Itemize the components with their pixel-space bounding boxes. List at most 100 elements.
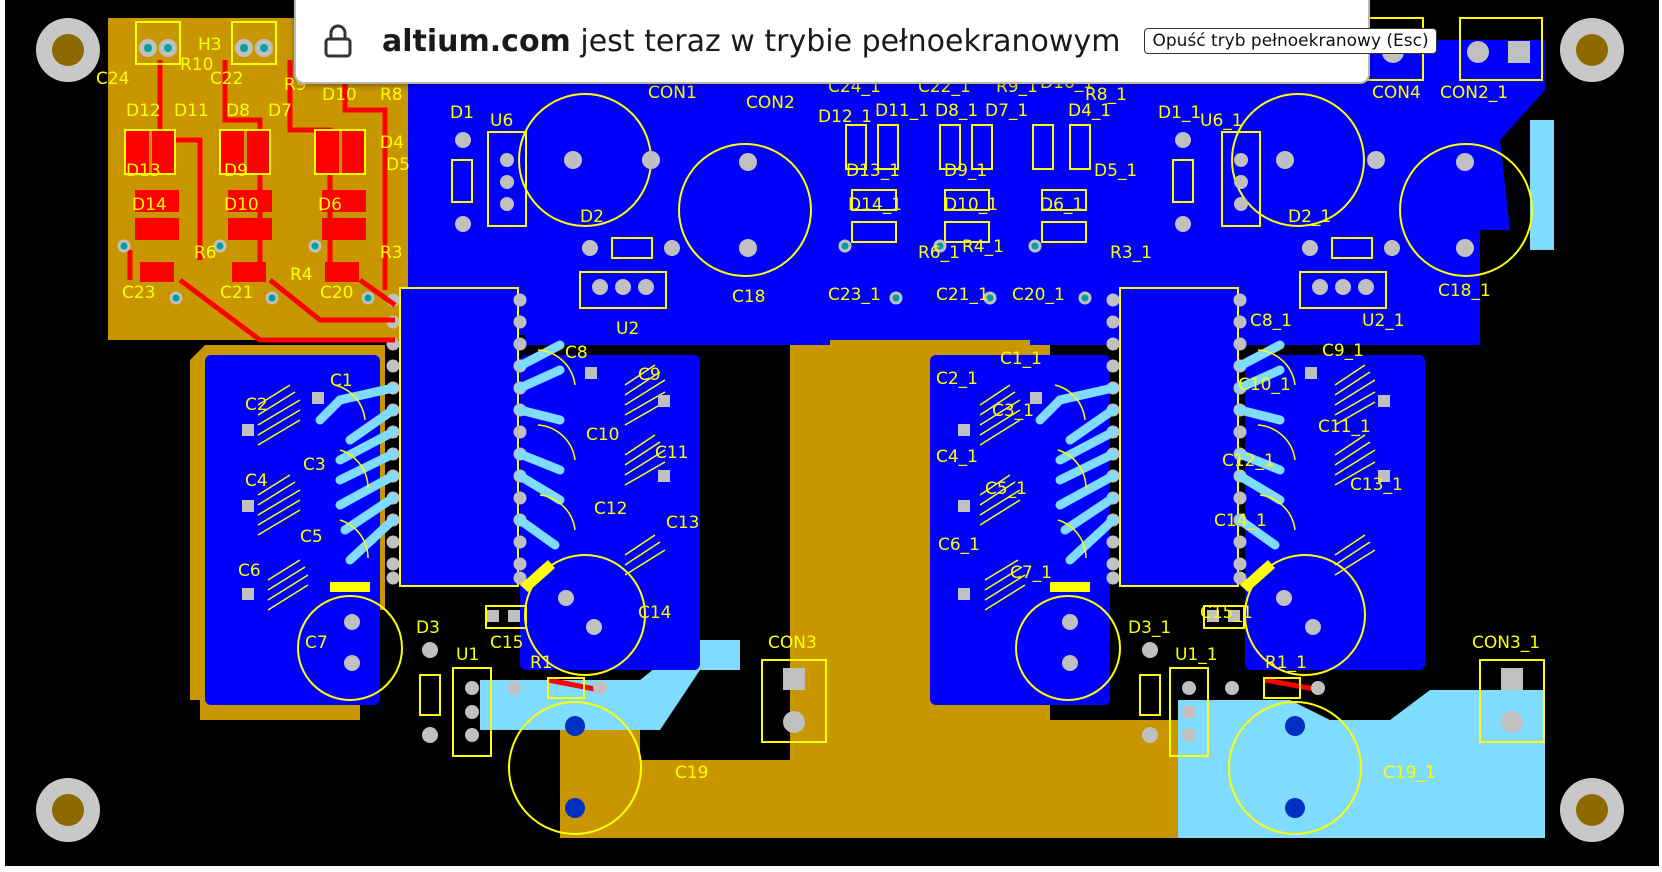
silk-label: C9_1: [1322, 341, 1364, 361]
silk-label: CON3: [768, 633, 817, 653]
silk-label: D14_1: [848, 195, 902, 215]
silk-label: D5: [386, 155, 410, 175]
light-plane-strip: [1530, 120, 1554, 250]
bottom-copper-strip: [820, 330, 935, 720]
silk-label: C6: [238, 561, 261, 581]
silk-label: D10: [322, 85, 357, 105]
silk-label: D14: [132, 195, 167, 215]
silk-label: C7_1: [1010, 563, 1052, 583]
silk-label: C24: [96, 69, 130, 89]
silk-label: C10_1: [1238, 375, 1291, 395]
cap-c18: [678, 143, 812, 277]
silk-label: D1_1: [1158, 103, 1201, 123]
fullscreen-banner: altium.com jest teraz w trybie pełnoekra…: [294, 0, 1437, 84]
silk-label: D8_1: [935, 101, 978, 121]
silk-label: R6_1: [918, 243, 960, 263]
silk-label: U6: [490, 111, 513, 131]
exit-fullscreen-button[interactable]: Opuść tryb pełnoekranowy (Esc): [1144, 28, 1437, 54]
silk-label: D13_1: [846, 161, 900, 181]
silk-label: D7: [268, 101, 292, 121]
silk-label: C2_1: [936, 369, 978, 389]
silk-label: C23_1: [828, 285, 881, 305]
silk-label: R4: [290, 265, 313, 285]
silk-label: CON2_1: [1440, 83, 1508, 103]
silk-label: C4_1: [936, 447, 978, 467]
silk-label: C5_1: [985, 479, 1027, 499]
silk-label: R1: [530, 653, 553, 673]
silk-label: C21_1: [936, 285, 989, 305]
silk-label: D11: [174, 101, 209, 121]
cap-c7-1: [1015, 595, 1121, 701]
silk-label: D4_1: [1068, 101, 1111, 121]
top-copper-right-mid: [1245, 355, 1425, 670]
silk-label: R4_1: [962, 237, 1004, 257]
silk-label: C20_1: [1012, 285, 1065, 305]
silk-label: U2_1: [1362, 311, 1405, 331]
silk-label: CON3_1: [1472, 633, 1540, 653]
silk-label: R8_1: [1085, 85, 1127, 105]
silk-label: D6: [318, 195, 342, 215]
silk-label: C18_1: [1438, 281, 1491, 301]
fullscreen-message: altium.com jest teraz w trybie pełnoekra…: [382, 24, 1120, 59]
silk-label: C11_1: [1318, 417, 1371, 437]
fullscreen-domain: altium.com: [382, 23, 571, 59]
silk-label: C19: [675, 763, 709, 783]
silk-label: C3: [303, 455, 326, 475]
silk-label: D2: [580, 207, 604, 227]
silk-label: C19_1: [1383, 763, 1436, 783]
cap-con1-1: [1231, 93, 1365, 227]
silk-label: D13: [126, 161, 161, 181]
silk-label: CON1: [648, 83, 697, 103]
silk-label: R1_1: [1265, 653, 1307, 673]
silk-label: D12_1: [818, 107, 872, 127]
silk-label: C21: [220, 283, 254, 303]
silk-label: D2_1: [1288, 207, 1331, 227]
silk-label: D8: [226, 101, 250, 121]
silk-label: R10: [180, 55, 213, 75]
silk-label: C1: [330, 371, 353, 391]
silk-label: C14: [638, 603, 672, 623]
cap-c7: [297, 595, 403, 701]
silk-label: R8: [380, 85, 403, 105]
silk-label: D6_1: [1040, 195, 1083, 215]
silk-label: C10: [586, 425, 620, 445]
silk-label: C12_1: [1222, 451, 1275, 471]
silk-label: D5_1: [1094, 161, 1137, 181]
silk-label: C15_1: [1200, 603, 1253, 623]
silk-label: R3_1: [1110, 243, 1152, 263]
silk-label: C3_1: [992, 401, 1034, 421]
silk-label: C15: [490, 633, 524, 653]
silk-label: D10: [224, 195, 259, 215]
silk-label: D3_1: [1128, 618, 1171, 638]
silk-label: D12: [126, 101, 161, 121]
silk-label: D10_1: [944, 195, 998, 215]
cap-c19: [508, 701, 642, 835]
cap-c18-1: [1399, 143, 1533, 277]
top-copper-main: [408, 40, 1545, 345]
silk-label: C22: [210, 69, 244, 89]
ic-left: [399, 287, 519, 587]
bottom-copper-center: [790, 340, 822, 760]
silk-label: CON2: [746, 93, 795, 113]
lock-icon: [324, 24, 352, 58]
silk-label: U1_1: [1175, 645, 1218, 665]
silk-label: U6_1: [1200, 111, 1243, 131]
fullscreen-text: jest teraz w trybie pełnoekranowym: [570, 23, 1121, 59]
cap-c19-1: [1228, 701, 1362, 835]
silk-label: U2: [616, 319, 639, 339]
silk-label: C13_1: [1350, 475, 1403, 495]
silk-label: C8: [565, 343, 588, 363]
silk-label: D3: [416, 618, 440, 638]
silk-label: C13: [666, 513, 700, 533]
silk-label: C12: [594, 499, 628, 519]
con2-1: [1459, 17, 1543, 81]
silk-label: C8_1: [1250, 311, 1292, 331]
silk-label: C18: [732, 287, 766, 307]
silk-label: C5: [300, 527, 323, 547]
silk-label: D9_1: [944, 161, 987, 181]
silk-label: C7: [305, 633, 328, 653]
silk-label: C1_1: [1000, 349, 1042, 369]
silk-label: CON4: [1372, 83, 1421, 103]
